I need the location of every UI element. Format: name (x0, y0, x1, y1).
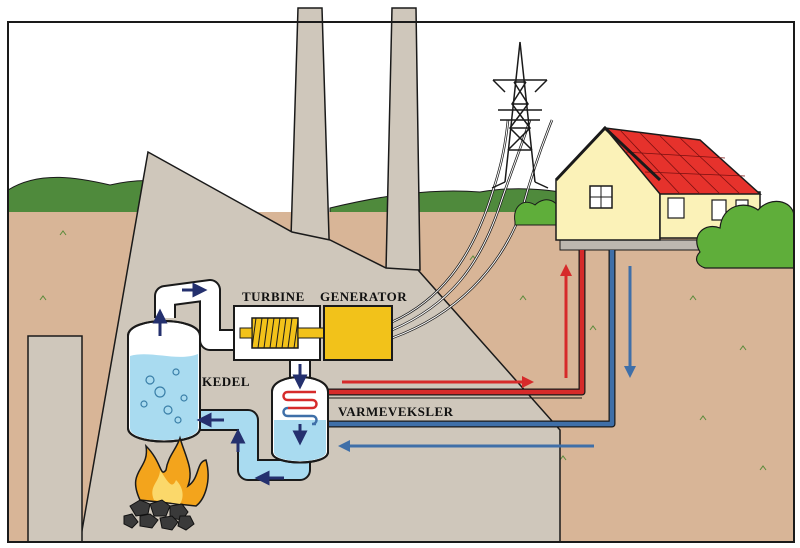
boiler-icon (127, 320, 201, 443)
chimney-right (385, 7, 421, 271)
heat-exchanger-icon (271, 376, 329, 464)
label-turbine: TURBINE (242, 289, 305, 304)
side-tower (27, 335, 83, 543)
bush-right (695, 200, 795, 269)
power-pylon-icon (491, 41, 549, 189)
frame-border (7, 21, 795, 543)
generator-icon (323, 305, 393, 361)
bush-left (514, 199, 561, 226)
hot-pipe (316, 250, 586, 399)
flow-arrows-steam (152, 282, 308, 486)
fire-icon (134, 435, 209, 507)
label-kedel: KEDEL (202, 374, 250, 389)
label-varmeveksler: VARMEVEKSLER (338, 404, 454, 419)
cold-pipe (316, 250, 616, 428)
flow-arrows-district (338, 264, 636, 452)
coal-pile-icon (123, 499, 195, 531)
label-generator: GENERATOR (320, 289, 407, 304)
